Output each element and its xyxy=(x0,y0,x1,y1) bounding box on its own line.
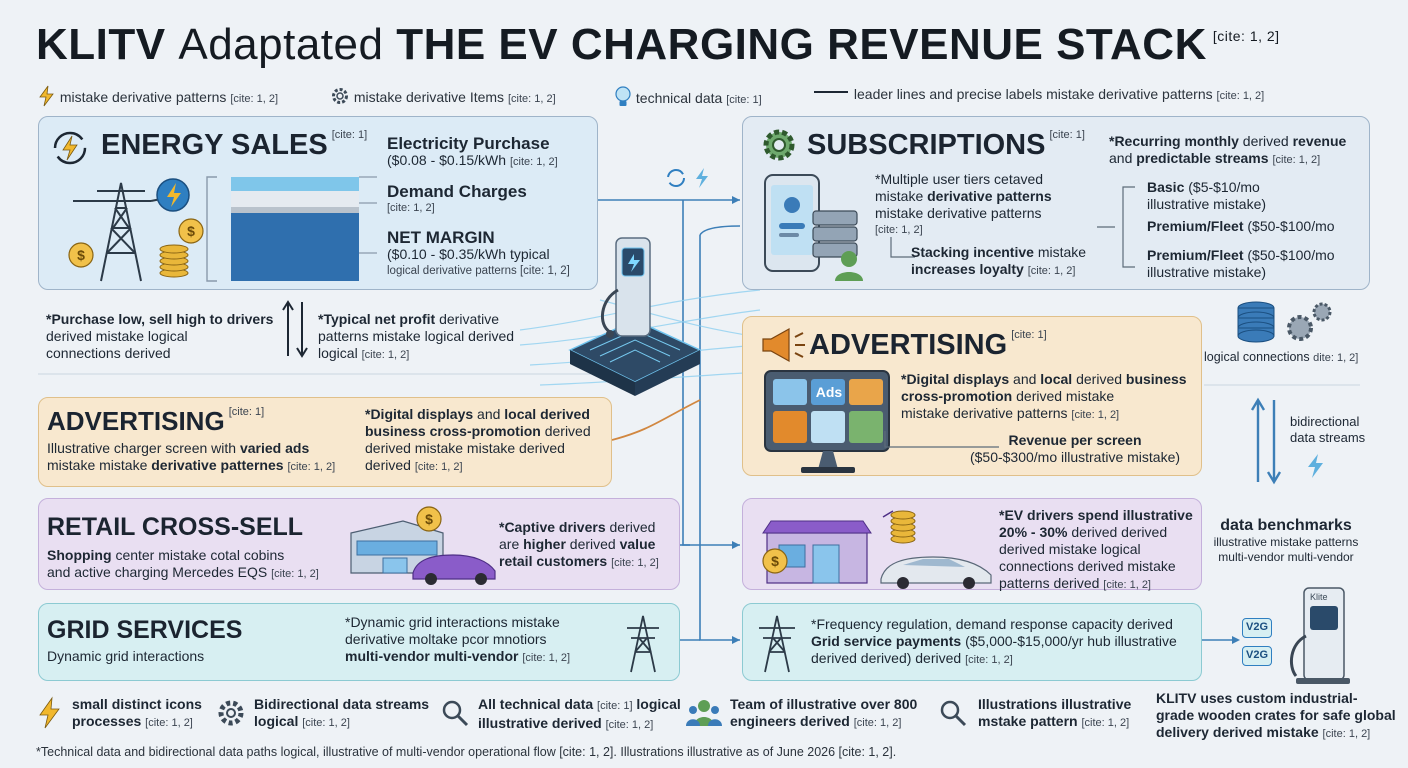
advertising-left-description: Illustrative charger screen with varied … xyxy=(47,440,336,473)
svg-text:$: $ xyxy=(77,247,85,263)
legend-item-leader-line: leader lines and precise labels mistake … xyxy=(812,86,1264,102)
advertising-panel-left: ADVERTISING[cite: 1] Illustrative charge… xyxy=(38,397,612,487)
demand-charges-label: Demand Charges [cite: 1, 2] xyxy=(387,182,527,214)
retail-right-notes: *EV drivers spend illustrative 20% - 30%… xyxy=(999,507,1193,591)
retail-left-notes: *Captive drivers derived are higher deri… xyxy=(499,519,659,569)
grid-services-panel-left: GRID SERVICES Dynamic grid interactions … xyxy=(38,603,680,681)
lightning-icon xyxy=(1308,454,1323,478)
subscriptions-tiers-text: *Multiple user tiers cetaved mistake der… xyxy=(875,171,1052,236)
leader-line xyxy=(890,237,915,258)
shopping-center-car-illustration: $ xyxy=(350,506,496,585)
svg-text:$: $ xyxy=(187,223,195,239)
legend-item-lightbulb: technical data [cite: 1] xyxy=(614,86,762,108)
retail-left-title: RETAIL CROSS-SELL xyxy=(47,513,304,541)
subscriptions-panel: SUBSCRIPTIONS[cite: 1] *Multiple user ti… xyxy=(742,116,1370,290)
gear-icon xyxy=(218,700,244,726)
lightning-icon xyxy=(39,696,60,729)
charger-brand: Klite xyxy=(1310,592,1328,602)
net-profit-note: *Typical net profit derivative patterns … xyxy=(318,311,515,361)
magnifier-icon xyxy=(940,700,967,727)
advertising-right-title: ADVERTISING[cite: 1] xyxy=(809,329,1047,361)
power-tower-coins-illustration: $ $ xyxy=(68,178,204,282)
sync-lightning-icon xyxy=(667,168,708,188)
v2g-badge-bottom: V2G xyxy=(1242,646,1272,666)
lightbulb-icon xyxy=(615,86,631,106)
v2g-charger-illustration xyxy=(1289,587,1350,684)
page-title: KLITV Adaptated THE EV CHARGING REVENUE … xyxy=(36,20,1280,70)
electricity-purchase-label: Electricity Purchase ($0.08 - $0.15/kWh … xyxy=(387,134,558,168)
cost-margin-stack-bar xyxy=(206,176,377,282)
title-main: THE EV CHARGING REVENUE STACK xyxy=(396,20,1207,69)
advertising-left-title: ADVERTISING[cite: 1] xyxy=(47,406,265,436)
data-benchmarks: data benchmarks illustrative mistake pat… xyxy=(1213,517,1359,564)
phone-server-user-illustration xyxy=(764,174,863,281)
legend-item-gear: mistake derivative Items [cite: 1, 2] xyxy=(330,86,556,106)
ads-label: Ads xyxy=(815,384,843,400)
bidirectional-arrows-icon xyxy=(1250,397,1282,485)
up-down-arrows-icon xyxy=(282,300,308,358)
tier-premium-1: Premium/Fleet ($50-$100/mo xyxy=(1147,218,1335,234)
grid-left-title: GRID SERVICES xyxy=(47,616,243,644)
lightning-icon xyxy=(39,85,54,107)
tier-bracket xyxy=(1097,186,1135,268)
v2g-badge-top: V2G xyxy=(1242,618,1272,638)
stacking-incentive-text: Stacking incentive mistake increases loy… xyxy=(911,244,1087,277)
tier-premium-2: Premium/Fleet ($50-$100/mo illustrative … xyxy=(1147,247,1335,280)
energy-sales-panel: ENERGY SALES[cite: 1] $ $ Electricity Pu… xyxy=(38,116,598,290)
subscriptions-title: SUBSCRIPTIONS[cite: 1] xyxy=(807,129,1085,161)
grid-tower-icon xyxy=(627,615,659,673)
recurring-revenue-text: *Recurring monthly derived revenue and p… xyxy=(1109,133,1347,166)
ads-display-screen-illustration xyxy=(764,370,890,473)
leader-line xyxy=(884,431,999,448)
svg-text:$: $ xyxy=(771,553,779,569)
tier-basic: Basic ($5-$10/mo illustrative mistake) xyxy=(1147,179,1267,212)
legend-item-lightning: mistake derivative patterns [cite: 1, 2] xyxy=(38,85,278,107)
grid-panel-right: *Frequency regulation, demand response c… xyxy=(742,603,1202,681)
advertising-right-notes: *Digital displays and local derived busi… xyxy=(901,371,1187,421)
megaphone-icon xyxy=(762,327,805,363)
retail-cross-sell-panel-left: RETAIL CROSS-SELL Shopping center mistak… xyxy=(38,498,680,590)
gear-icon xyxy=(332,88,348,104)
net-margin-label: NET MARGIN ($0.10 - $0.35/kWh typical lo… xyxy=(387,228,570,277)
title-thin: Adaptated xyxy=(178,20,384,69)
footer-crates-note: KLITV uses custom industrial- grade wood… xyxy=(1156,690,1396,740)
leader-line-icon xyxy=(814,91,848,93)
central-ev-charger-illustration xyxy=(568,237,702,396)
magnifier-icon xyxy=(442,700,469,727)
retail-panel-right: $ *EV drivers spend illustrative 20% - 3… xyxy=(742,498,1202,591)
database-gears-icon xyxy=(1237,301,1332,343)
revenue-per-screen: Revenue per screen ($50-$300/mo illustra… xyxy=(969,432,1181,465)
grid-tower-icon xyxy=(759,615,795,673)
grid-right-notes: *Frequency regulation, demand response c… xyxy=(811,616,1177,666)
retail-left-description: Shopping center mistake cotal cobins and… xyxy=(47,547,319,580)
bidirectional-label: bidirectional data streams xyxy=(1290,414,1366,445)
logical-connections-label: logical connections dite: 1, 2] xyxy=(1204,350,1359,364)
title-brand: KLITV xyxy=(36,20,166,69)
grid-left-sub: Dynamic grid interactions xyxy=(47,648,205,664)
purchase-sell-note: *Purchase low, sell high to drivers deri… xyxy=(46,311,274,361)
team-icon xyxy=(686,700,722,726)
footnote: *Technical data and bidirectional data p… xyxy=(36,745,897,759)
energy-cycle-icon xyxy=(53,131,87,165)
svg-text:$: $ xyxy=(425,511,433,527)
advertising-panel-right: ADVERTISING[cite: 1] Ads *Digital displa… xyxy=(742,316,1202,476)
title-cite: [cite: 1, 2] xyxy=(1212,28,1280,44)
gear-icon xyxy=(763,129,795,161)
advertising-left-notes: *Digital displays and local derived busi… xyxy=(365,406,591,473)
grid-left-notes: *Dynamic grid interactions mistake deriv… xyxy=(345,614,571,664)
energy-sales-title: ENERGY SALES[cite: 1] xyxy=(101,129,368,161)
store-coins-car-illustration: $ xyxy=(762,510,992,589)
